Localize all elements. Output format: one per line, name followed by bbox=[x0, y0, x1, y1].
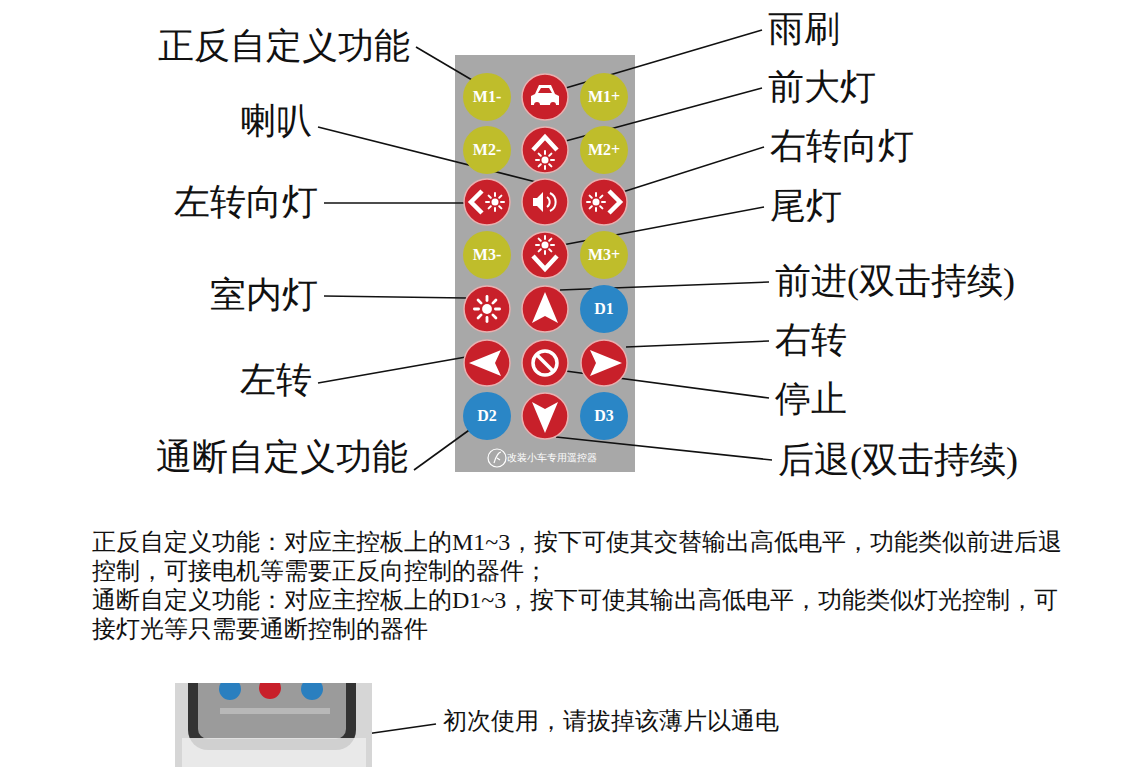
remote-photo bbox=[175, 683, 372, 767]
button-label: D1 bbox=[594, 300, 614, 318]
remote-brand: 改装小车专用遥控器 bbox=[507, 451, 597, 465]
red-buttons bbox=[464, 74, 627, 439]
function-button: M3+ bbox=[580, 231, 628, 279]
button-label: D3 bbox=[594, 407, 614, 425]
remote-body bbox=[455, 55, 635, 472]
function-button: D3 bbox=[580, 392, 628, 440]
callout-label: 左转 bbox=[240, 360, 312, 401]
callout-label: 后退(双击持续) bbox=[778, 440, 1018, 481]
callout-label: 室内灯 bbox=[210, 275, 318, 316]
button-label: M1- bbox=[473, 88, 501, 106]
button-label: M2+ bbox=[588, 141, 620, 159]
function-button: D1 bbox=[580, 285, 628, 333]
button-label: M2- bbox=[473, 141, 501, 159]
button-label: M3- bbox=[473, 246, 501, 264]
button-label: M3+ bbox=[588, 246, 620, 264]
callout-label: 前进(双击持续) bbox=[775, 261, 1015, 302]
callout-label: 停止 bbox=[775, 379, 847, 420]
function-button: M2- bbox=[463, 126, 511, 174]
function-button: M3- bbox=[463, 231, 511, 279]
function-button: M1+ bbox=[580, 73, 628, 121]
button-label: M1+ bbox=[588, 88, 620, 106]
callout-label: 尾灯 bbox=[770, 186, 842, 227]
callout-label: 左转向灯 bbox=[174, 182, 318, 223]
remote-panel: 改装小车专用遥控器 M1- M1+ M2- M2+ M3- M3+ D1D2 D3 bbox=[455, 55, 635, 472]
callout-label: 前大灯 bbox=[768, 67, 876, 108]
callout-label: 通断自定义功能 bbox=[156, 437, 408, 478]
button-label: D2 bbox=[477, 407, 497, 425]
function-button: M1- bbox=[463, 73, 511, 121]
note-text: 正反自定义功能：对应主控板上的M1~3，按下可使其交替输出高低电平，功能类似前进… bbox=[92, 528, 1067, 586]
note-text: 通断自定义功能：对应主控板上的D1~3，按下可使其输出高低电平，功能类似灯光控制… bbox=[92, 586, 1067, 644]
brand-logo bbox=[488, 449, 506, 467]
callout-label: 喇叭 bbox=[240, 101, 312, 142]
function-button: M2+ bbox=[580, 126, 628, 174]
callout-label: 右转向灯 bbox=[770, 126, 914, 167]
callout-label: 正反自定义功能 bbox=[158, 26, 410, 67]
callout-label: 右转 bbox=[775, 320, 847, 361]
function-button: D2 bbox=[463, 392, 511, 440]
callout-label: 雨刷 bbox=[768, 9, 840, 50]
photo-note: 初次使用，请拔掉该薄片以通电 bbox=[443, 708, 779, 736]
